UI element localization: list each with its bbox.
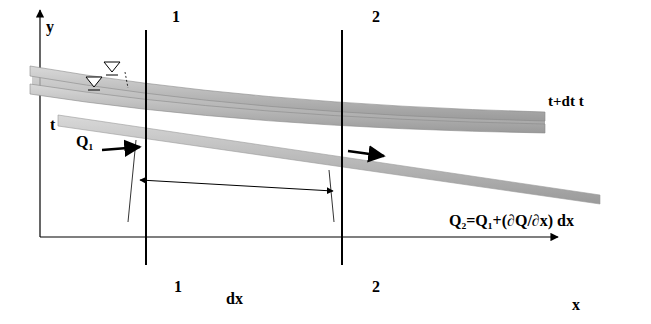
axis-label: x (572, 296, 580, 314)
discharge-equation: Q₂=Q₁+(∂Q/∂x) dx (447, 212, 576, 230)
section-number: 1 (172, 8, 180, 26)
time-label: t+dt t (548, 92, 584, 110)
section-number: 2 (372, 8, 380, 26)
section-number: 2 (372, 278, 380, 296)
dimension-label: dx (226, 290, 243, 308)
time-label: t (50, 116, 55, 134)
section-number: 1 (174, 278, 182, 296)
axis-label: y (46, 18, 54, 36)
discharge-label: Q₁ (76, 133, 93, 151)
